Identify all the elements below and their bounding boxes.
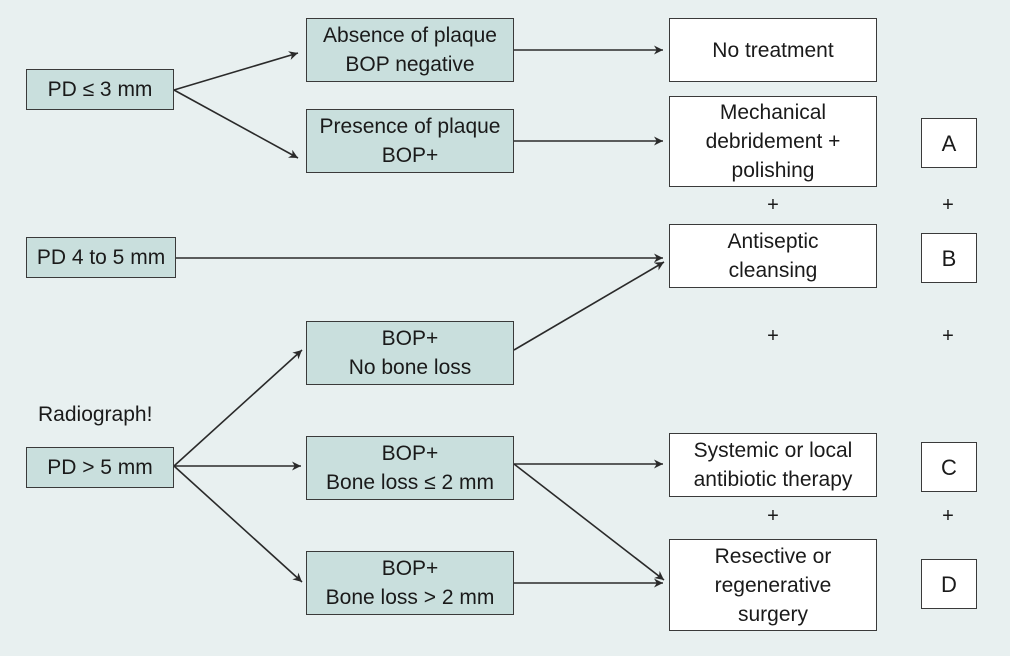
pd-le3-box: PD ≤ 3 mm: [26, 69, 174, 110]
letter-d-box: D: [921, 559, 977, 609]
arrow-pd-gt5-to-bone-loss-gt2: [173, 465, 303, 583]
plus-sign: +: [767, 505, 779, 527]
pd-gt5-box: PD > 5 mm: [26, 447, 174, 488]
arrow-no-bone-loss-to-antiseptic: [513, 261, 665, 351]
plus-sign: +: [942, 325, 954, 347]
letter-c-box: C: [921, 442, 977, 492]
plus-sign: +: [767, 194, 779, 216]
mechanical-debridement-box: Mechanical debridement + polishing: [669, 96, 877, 187]
bop-bone-loss-gt2-box: BOP+ Bone loss > 2 mm: [306, 551, 514, 615]
arrow-pd-gt5-to-no-bone-loss: [173, 349, 303, 467]
radiograph-note: Radiograph!: [38, 403, 153, 426]
antibiotic-therapy-box: Systemic or local antibiotic therapy: [669, 433, 877, 497]
presence-plaque-box: Presence of plaque BOP+: [306, 109, 514, 173]
letter-a-box: A: [921, 118, 977, 168]
arrow-pd-le3-to-absence: [173, 51, 299, 91]
surgery-box: Resective or regenerative surgery: [669, 539, 877, 631]
arrow-pd-le3-to-presence: [173, 89, 299, 159]
plus-sign: +: [942, 194, 954, 216]
pd-4to5-box: PD 4 to 5 mm: [26, 237, 176, 278]
bop-bone-loss-le2-box: BOP+ Bone loss ≤ 2 mm: [306, 436, 514, 500]
plus-sign: +: [767, 325, 779, 347]
absence-plaque-box: Absence of plaque BOP negative: [306, 18, 514, 82]
arrow-bone-loss-le2-to-surgery: [513, 463, 665, 581]
no-treatment-box: No treatment: [669, 18, 877, 82]
plus-sign: +: [942, 505, 954, 527]
antiseptic-cleansing-box: Antiseptic cleansing: [669, 224, 877, 288]
letter-b-box: B: [921, 233, 977, 283]
bop-no-bone-loss-box: BOP+ No bone loss: [306, 321, 514, 385]
